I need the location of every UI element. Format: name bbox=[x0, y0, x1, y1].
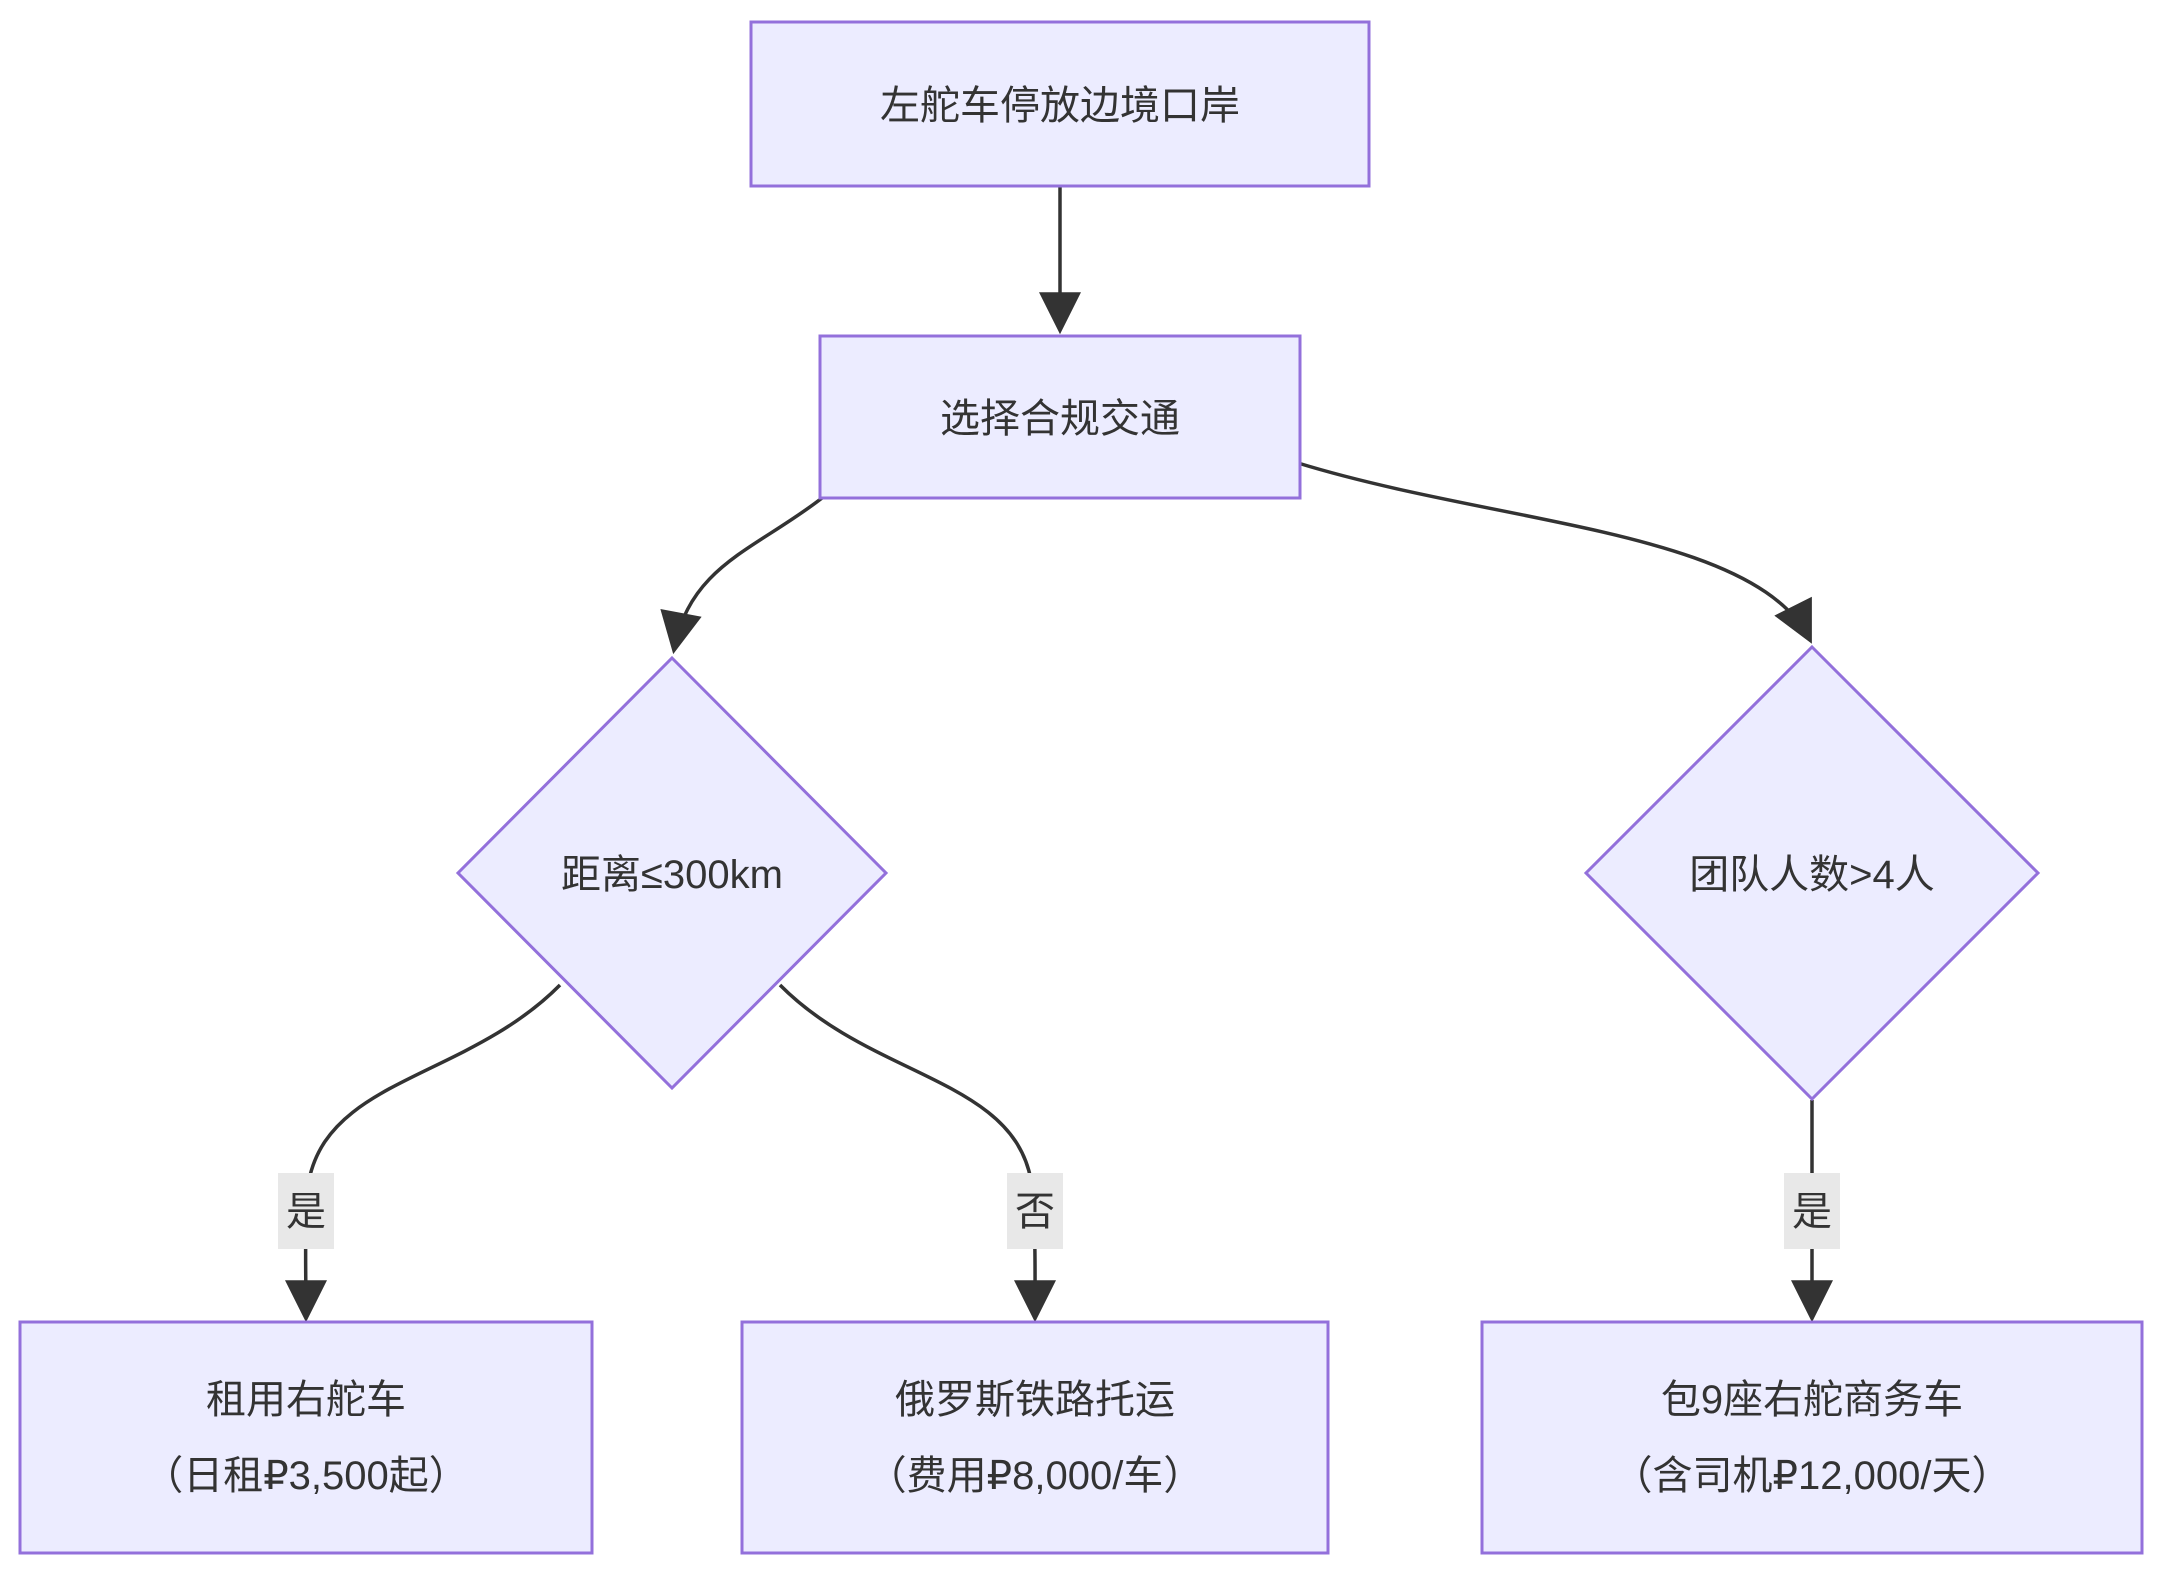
node-charter-label-line1: 包9座右舵商务车 bbox=[1661, 1378, 1963, 1422]
node-team-decision: 团队人数>4人 bbox=[1583, 644, 2041, 1102]
node-rent-label-line2: （日租₽3,500起） bbox=[143, 1454, 469, 1498]
edge-distance-no-to-rail bbox=[778, 983, 1057, 1323]
node-layer: 左舵车停放边境口岸 选择合规交通 距离≤300km 团队人数>4人 租用右舵车 … bbox=[18, 20, 2144, 1555]
node-start-box bbox=[749, 20, 1371, 188]
node-charter-box bbox=[1480, 1320, 2144, 1555]
node-rail-label-line1: 俄罗斯铁路托运 bbox=[895, 1378, 1175, 1422]
node-choose-box bbox=[818, 334, 1302, 500]
node-start: 左舵车停放边境口岸 bbox=[749, 20, 1371, 188]
node-distance-diamond bbox=[455, 655, 889, 1091]
node-rent-box bbox=[18, 1320, 594, 1555]
edge-label-team-yes: 是 bbox=[1784, 1173, 1840, 1249]
node-rail: 俄罗斯铁路托运 （费用₽8,000/车） bbox=[740, 1320, 1330, 1555]
node-charter-label-line2: （含司机₽12,000/天） bbox=[1613, 1454, 2012, 1498]
node-team-diamond bbox=[1583, 644, 2041, 1102]
edge-choose-to-distance bbox=[660, 496, 824, 655]
edge-label-distance-no: 否 bbox=[1007, 1173, 1063, 1249]
node-distance-label: 距离≤300km bbox=[561, 853, 783, 897]
node-rent: 租用右舵车 （日租₽3,500起） bbox=[18, 1320, 594, 1555]
node-distance-decision: 距离≤300km bbox=[455, 655, 889, 1091]
node-rail-box bbox=[740, 1320, 1330, 1555]
edge-distance-yes-to-rent bbox=[284, 983, 562, 1323]
node-charter: 包9座右舵商务车 （含司机₽12,000/天） bbox=[1480, 1320, 2144, 1555]
node-rent-label-line1: 租用右舵车 bbox=[206, 1378, 406, 1422]
edge-label-bg bbox=[278, 1173, 334, 1249]
edge-choose-to-team bbox=[1297, 461, 1812, 644]
node-team-label: 团队人数>4人 bbox=[1689, 853, 1935, 897]
node-start-label: 左舵车停放边境口岸 bbox=[880, 84, 1240, 128]
edge-label-text: 是 bbox=[1792, 1190, 1832, 1234]
edge-label-bg bbox=[1007, 1173, 1063, 1249]
edge-label-bg bbox=[1784, 1173, 1840, 1249]
edge-label-text: 是 bbox=[286, 1190, 326, 1234]
edge-label-text: 否 bbox=[1015, 1190, 1055, 1234]
edge-label-distance-yes: 是 bbox=[278, 1173, 334, 1249]
node-choose-label: 选择合规交通 bbox=[940, 397, 1180, 441]
node-choose: 选择合规交通 bbox=[818, 334, 1302, 500]
node-rail-label-line2: （费用₽8,000/车） bbox=[867, 1454, 1204, 1498]
edge-label-layer: 是 否 是 bbox=[278, 1173, 1840, 1249]
